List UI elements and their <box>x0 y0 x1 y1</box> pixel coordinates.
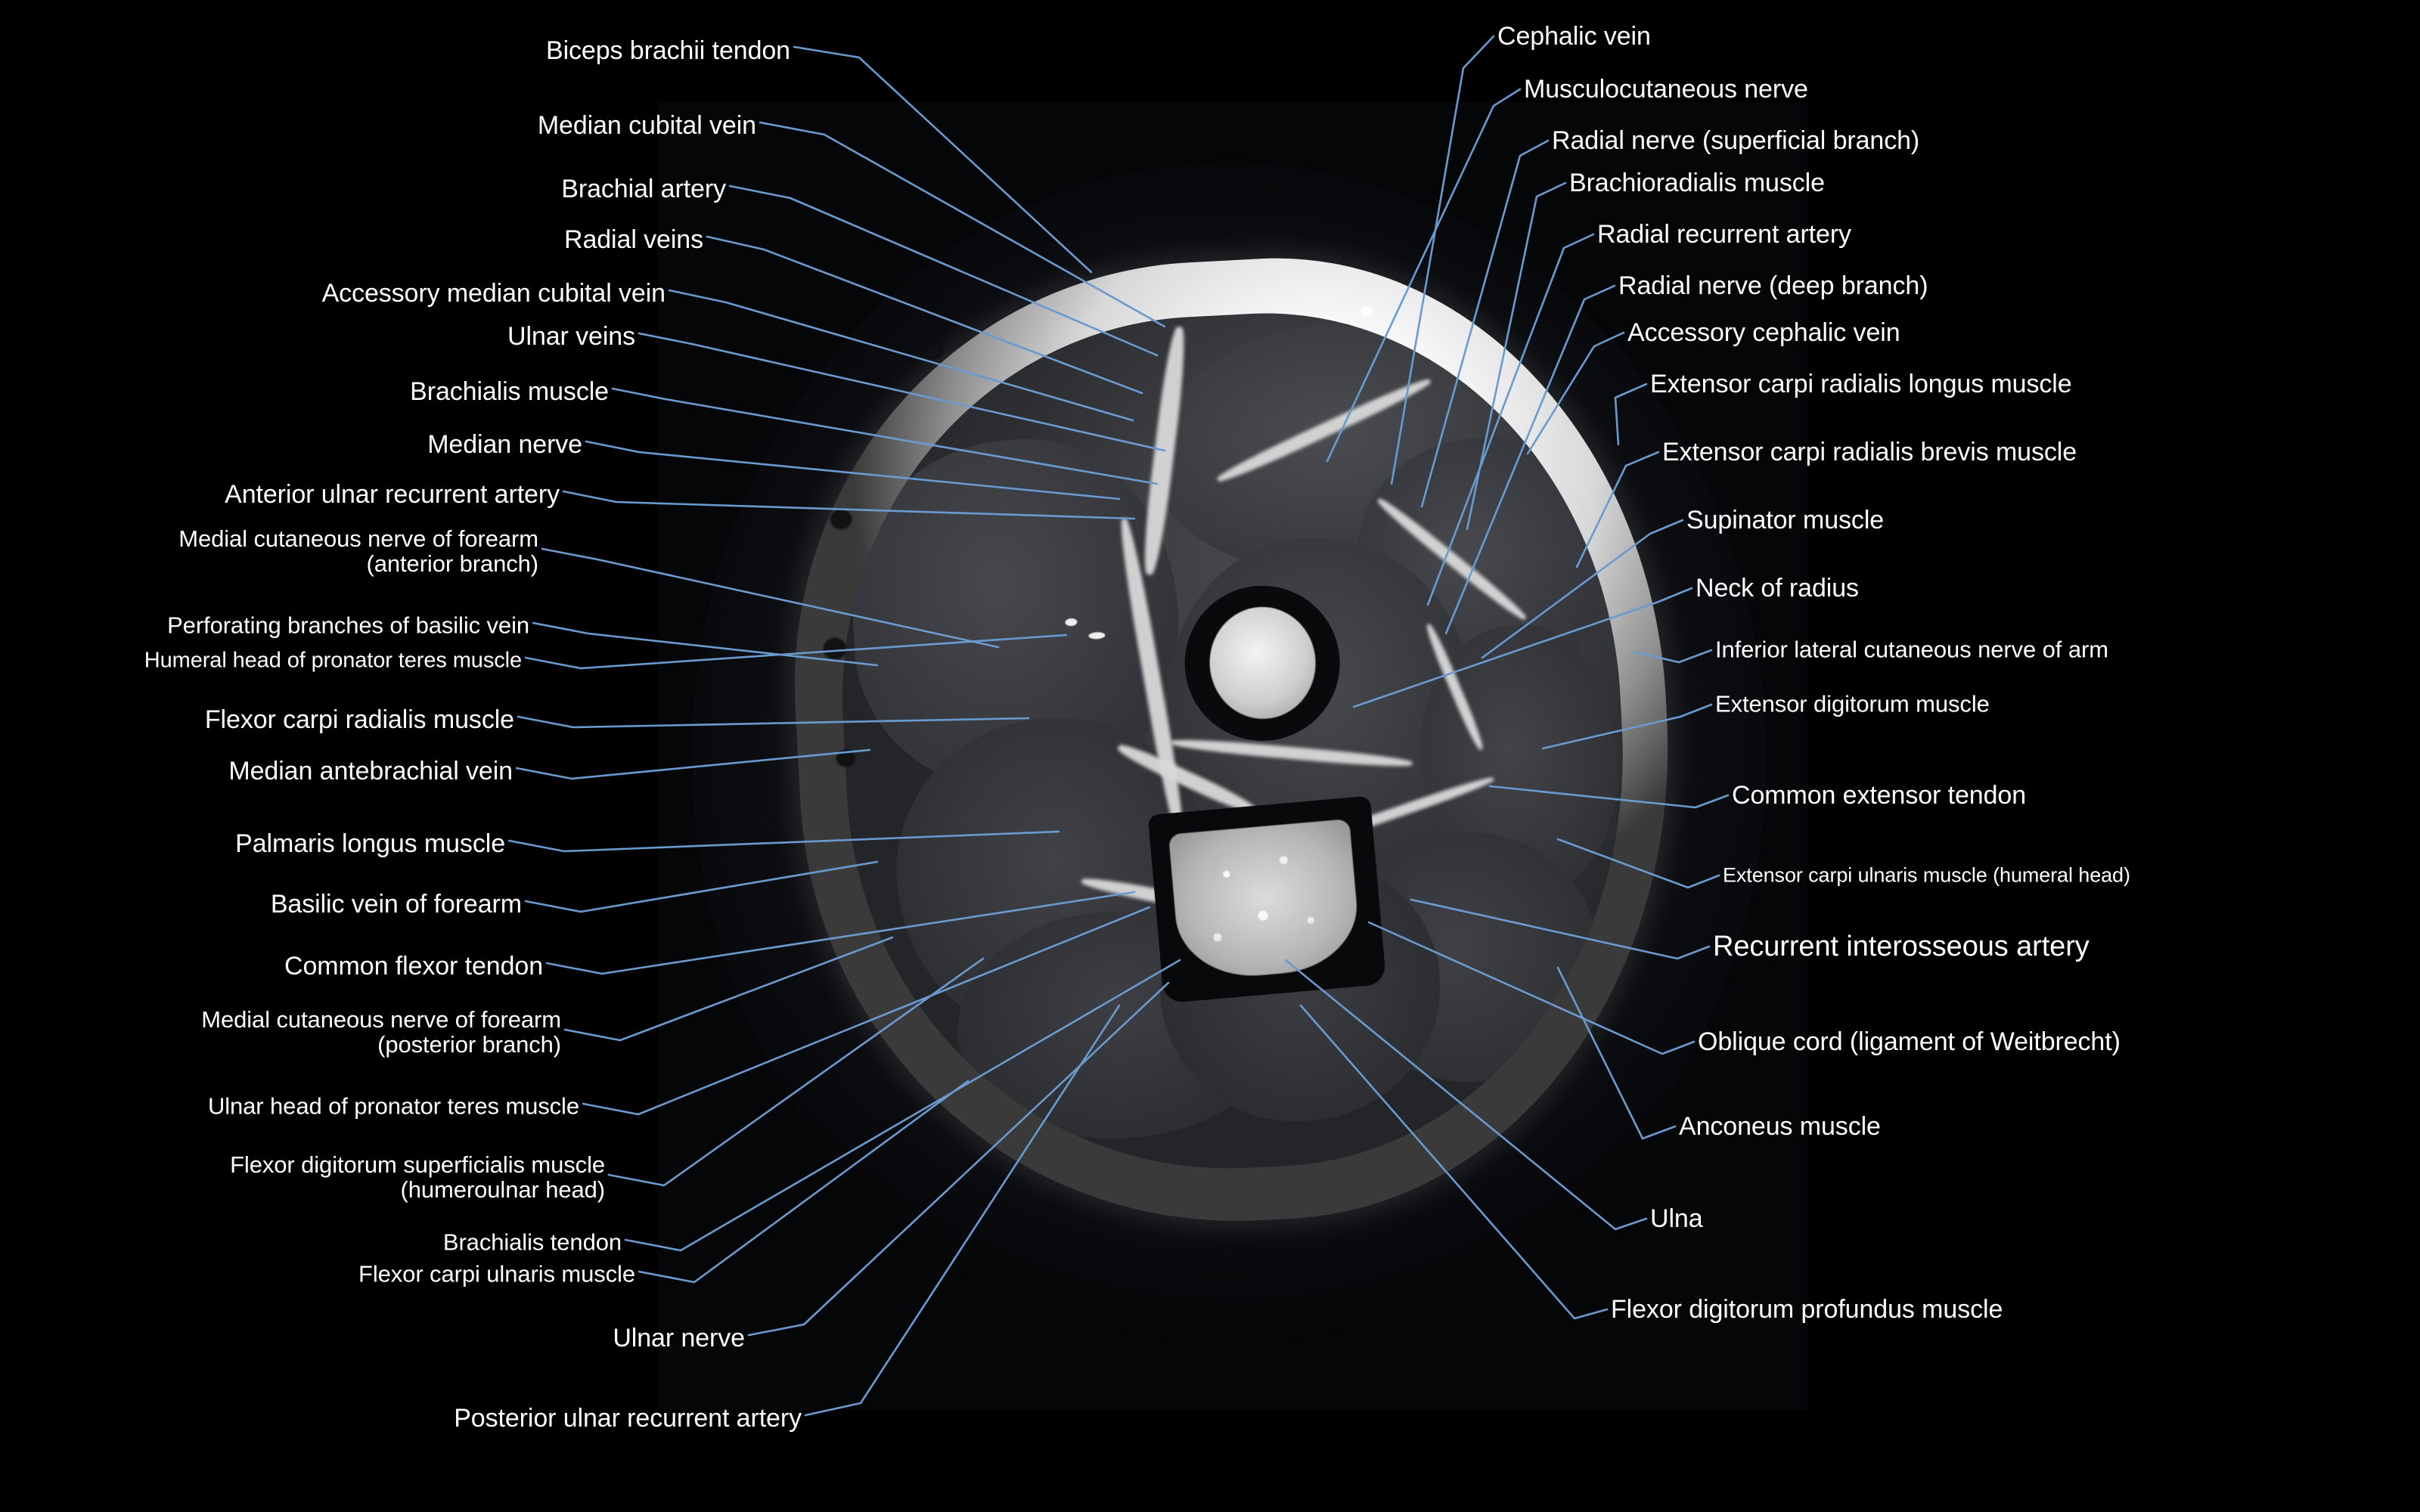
anatomy-label: Anterior ulnar recurrent artery <box>225 479 560 509</box>
anatomy-label-subtext: (humeroulnar head) <box>400 1176 606 1203</box>
anatomy-label: Flexor digitorum superficialis muscle(hu… <box>230 1151 606 1203</box>
anatomy-label: Extensor carpi radialis brevis muscle <box>1662 437 2077 466</box>
subcutaneous-vein <box>926 344 942 358</box>
anatomy-label: Humeral head of pronator teres muscle <box>144 648 522 673</box>
vessel-cross-section <box>1014 352 1031 367</box>
anatomy-label: Radial recurrent artery <box>1597 219 1851 249</box>
anatomy-label-subtext: (anterior branch) <box>366 550 539 577</box>
anatomy-label: Medial cutaneous nerve of forearm(anteri… <box>178 525 539 577</box>
anatomy-label: Median antebrachial vein <box>228 756 513 785</box>
subcutaneous-nerve <box>1361 306 1372 317</box>
anatomy-label: Posterior ulnar recurrent artery <box>454 1403 802 1433</box>
anatomy-label: Inferior lateral cutaneous nerve of arm <box>1715 636 2108 663</box>
anatomy-label: Radial veins <box>563 225 703 254</box>
subcutaneous-vein <box>824 639 845 658</box>
anatomy-label: Cephalic vein <box>1497 21 1651 51</box>
anatomy-label: Brachioradialis muscle <box>1569 168 1825 197</box>
subcutaneous-vein <box>837 751 854 766</box>
anatomy-label: Flexor carpi radialis muscle <box>204 705 514 734</box>
anatomy-label: Median nerve <box>427 429 582 459</box>
forearm-cross-section <box>773 238 1692 1244</box>
anatomy-label: Oblique cord (ligament of Weitbrecht) <box>1698 1027 2121 1056</box>
anatomy-label: Extensor carpi ulnaris muscle (humeral h… <box>1723 863 2130 887</box>
anatomy-label: Medial cutaneous nerve of forearm(poster… <box>201 1006 561 1058</box>
anatomy-label: Basilic vein of forearm <box>270 889 522 919</box>
anatomy-label: Common extensor tendon <box>1732 780 2027 810</box>
subcutaneous-vein <box>831 510 851 528</box>
anatomy-label: Anconeus muscle <box>1679 1111 1881 1141</box>
anatomy-label: Flexor digitorum profundus muscle <box>1611 1294 2003 1324</box>
anatomy-label: Ulnar veins <box>507 321 635 351</box>
anatomy-label: Perforating branches of basilic vein <box>167 612 529 639</box>
anatomy-label: Brachialis muscle <box>410 376 609 406</box>
anatomy-label: Accessory median cubital vein <box>321 278 666 308</box>
anatomy-label: Radial nerve (superficial branch) <box>1552 125 1920 155</box>
anatomy-label: Common flexor tendon <box>284 951 543 981</box>
anatomy-label: Biceps brachii tendon <box>546 36 790 65</box>
anatomy-label: Flexor carpi ulnaris muscle <box>358 1260 635 1287</box>
anatomy-label: Extensor digitorum muscle <box>1715 690 1990 717</box>
anatomy-label: Median cubital vein <box>537 110 756 140</box>
anatomy-label: Musculocutaneous nerve <box>1524 74 1808 104</box>
anatomy-label: Radial nerve (deep branch) <box>1618 271 1928 300</box>
anatomy-label: Palmaris longus muscle <box>235 829 505 858</box>
anatomy-label: Neck of radius <box>1696 573 1859 603</box>
anatomy-label: Recurrent interosseous artery <box>1713 930 2090 962</box>
vessel-cross-section <box>965 376 988 398</box>
anatomy-label-subtext: (posterior branch) <box>377 1031 561 1058</box>
anatomy-label: Supinator muscle <box>1686 505 1885 534</box>
anatomy-label: Brachial artery <box>561 174 726 203</box>
anatomy-label: Ulnar nerve <box>613 1323 745 1352</box>
anatomy-label: Ulna <box>1650 1204 1703 1233</box>
anatomy-label: Extensor carpi radialis longus muscle <box>1650 369 2072 398</box>
anatomy-label: Ulnar head of pronator teres muscle <box>207 1092 579 1120</box>
anatomy-label: Brachialis tendon <box>442 1228 622 1256</box>
anatomy-label: Accessory cephalic vein <box>1627 318 1900 347</box>
